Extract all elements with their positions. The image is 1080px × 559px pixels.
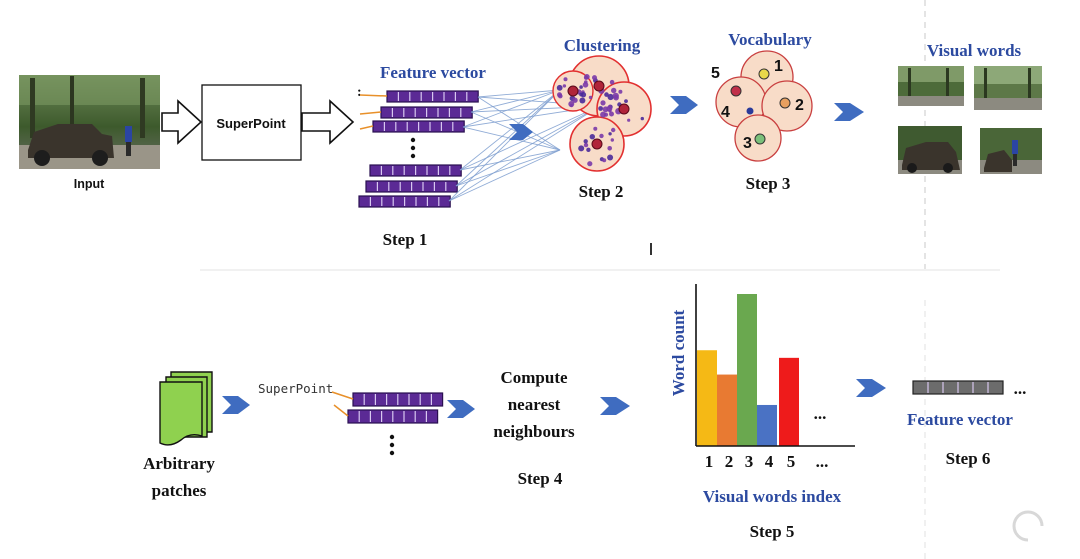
arbitrary-patches-icon (159, 371, 213, 446)
feature-vector-row (347, 409, 439, 424)
step3-label: Step 3 (746, 174, 791, 193)
visual-words-title: Visual words (927, 41, 1022, 60)
feature-vector-row (358, 195, 451, 208)
clustering-title: Clustering (564, 36, 641, 55)
loading-icon (1012, 510, 1044, 542)
chevron-arrow (834, 103, 864, 121)
vertical-ellipsis (389, 434, 395, 456)
histogram-more-ellipsis: ... (814, 404, 827, 423)
connector-line (359, 125, 374, 130)
hollow-arrow (301, 99, 355, 145)
histogram-bar (737, 294, 757, 446)
visual-word-image (898, 126, 962, 174)
histogram-bar (717, 374, 737, 446)
vocab-number: 5 (711, 65, 720, 82)
vocab-number: 4 (721, 104, 730, 121)
superpoint-label: SuperPoint (216, 116, 286, 131)
vector-ellipsis: ... (1014, 379, 1027, 398)
histogram-x-tick: 3 (745, 452, 754, 471)
feature-vector-stack (331, 391, 444, 424)
chevron-arrow (509, 124, 533, 140)
compute-label-line3: neighbours (493, 422, 575, 441)
input-photo (19, 75, 160, 169)
patches-label-line2: patches (152, 481, 207, 500)
feature-vector-title: Feature vector (380, 63, 486, 82)
input-label: Input (74, 177, 105, 191)
vocab-center (754, 133, 766, 145)
vocab-center (730, 85, 742, 97)
vertical-ellipsis (410, 137, 416, 159)
histogram-bar (757, 404, 777, 446)
visual-word-image (980, 128, 1042, 174)
vocab-center (758, 68, 770, 80)
vocab-center (779, 97, 791, 109)
chevron-arrow (222, 396, 250, 414)
step5-label: Step 5 (750, 522, 795, 541)
vocabulary-title: Vocabulary (728, 30, 812, 49)
superpoint-label-bottom: SuperPoint (258, 381, 333, 396)
connector-line (331, 391, 354, 400)
visual-word-image (974, 66, 1042, 110)
ellipsis-mark: : (357, 85, 362, 100)
feature-vector-row (352, 392, 444, 407)
feature-vector-row (386, 90, 479, 103)
histogram-bar (779, 357, 799, 446)
connector-line (359, 94, 388, 97)
histogram-y-label: Word count (669, 309, 688, 396)
step4-label: Step 4 (518, 469, 563, 488)
compute-label-line2: nearest (508, 395, 561, 414)
chevron-arrow (856, 379, 886, 397)
feature-vector-row (365, 180, 458, 193)
feature-vector-row (912, 380, 1004, 395)
histogram-x-tick: 1 (705, 452, 714, 471)
connector-line (359, 111, 382, 115)
feature-vector-row (380, 106, 473, 119)
compute-label-line1: Compute (500, 368, 568, 387)
step1-label: Step 1 (383, 230, 428, 249)
chevron-arrow (600, 397, 630, 415)
chevron-arrow (670, 96, 698, 114)
step2-label: Step 2 (579, 182, 624, 201)
cluster-points (556, 74, 644, 167)
chevron-arrow (447, 400, 475, 418)
vocabulary-group: 1 2 3 4 5 (711, 50, 813, 162)
step6-label: Step 6 (946, 449, 991, 468)
connector-line (333, 404, 349, 417)
vocab-number: 2 (795, 97, 804, 114)
final-feature-vector (912, 380, 1004, 395)
feature-vector-title-bottom: Feature vector (907, 410, 1013, 429)
hollow-arrow (161, 99, 203, 145)
histogram-bar (697, 350, 717, 446)
histogram-x-tick: ... (816, 452, 829, 471)
cluster-group (552, 55, 652, 172)
vocab-center (746, 107, 754, 115)
vocab-number: 1 (774, 58, 783, 75)
feature-vector-row (372, 120, 465, 133)
vocab-number: 3 (743, 135, 752, 152)
feature-vector-row (369, 164, 462, 177)
superpoint-box (201, 84, 302, 161)
histogram-bars (697, 294, 799, 446)
patches-label-line1: Arbitrary (143, 454, 215, 473)
histogram-x-tick: 5 (787, 452, 796, 471)
histogram-x-tick: 2 (725, 452, 734, 471)
visual-word-image (898, 66, 964, 106)
histogram-x-tick: 4 (765, 452, 774, 471)
histogram-x-label: Visual words index (703, 487, 842, 506)
